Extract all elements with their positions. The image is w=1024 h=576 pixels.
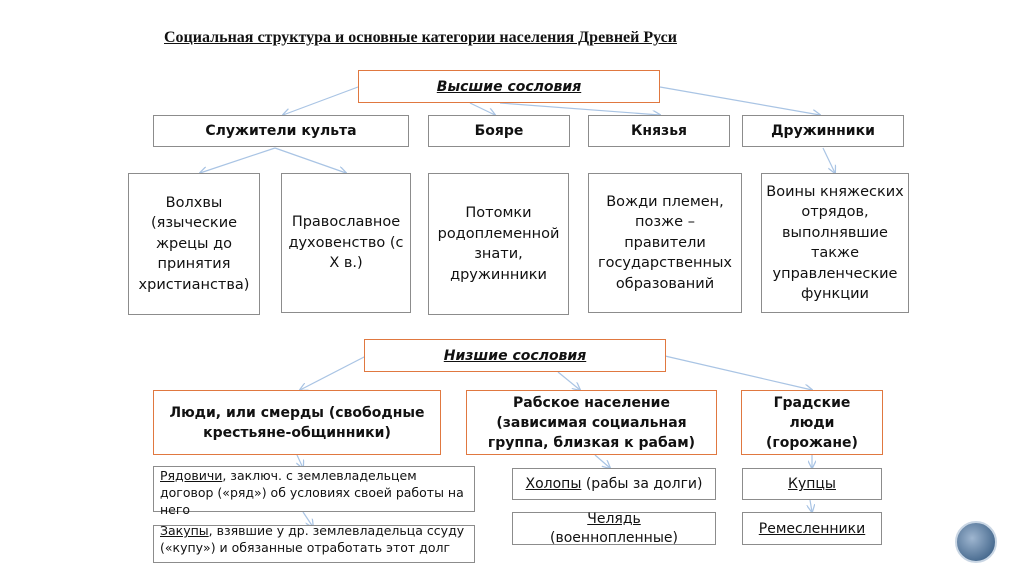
page-title: Социальная структура и основные категори… bbox=[164, 29, 677, 46]
sub-kholopy: Холопы (рабы за долги) bbox=[512, 468, 716, 500]
sub-remeslenniki: Ремесленники bbox=[742, 512, 882, 545]
sub-chelyad-term: Челядь bbox=[587, 510, 641, 527]
desc-princes: Вожди племен, позже – правители государс… bbox=[588, 173, 742, 313]
category-slaves-label: Рабское население (зависимая социальная … bbox=[487, 394, 696, 451]
category-druzhina: Дружинники bbox=[742, 115, 904, 147]
category-townsfolk: Градские люди (горожане) bbox=[741, 390, 883, 455]
lower-header-label: Низшие сословия bbox=[443, 347, 587, 364]
sub-ryadovichi-text: , заключ. с землевладельцем договор («ря… bbox=[160, 468, 464, 517]
category-townsfolk-label: Градские люди (горожане) bbox=[766, 394, 858, 451]
desc-boyars: Потомки родоплеменной знати, дружинники bbox=[428, 173, 569, 315]
sub-ryadovichi-term: Рядовичи bbox=[160, 468, 223, 483]
upper-header-box: Высшие сословия bbox=[358, 70, 660, 103]
sub-remeslenniki-term: Ремесленники bbox=[758, 520, 866, 537]
desc-princes-text: Вожди племен, позже – правители государс… bbox=[597, 193, 733, 292]
category-boyars: Бояре bbox=[428, 115, 570, 147]
category-smerdy: Люди, или смерды (свободные крестьяне-об… bbox=[153, 390, 441, 455]
sub-zakupy: Закупы, взявшие у др. землевладельца ссу… bbox=[153, 525, 475, 563]
sub-kuptsy-term: Купцы bbox=[788, 476, 836, 492]
sub-chelyad-text: (военнопленные) bbox=[550, 529, 678, 546]
desc-boyars-text: Потомки родоплеменной знати, дружинники bbox=[437, 205, 560, 283]
sub-zakupy-term: Закупы bbox=[160, 525, 209, 538]
desc-clergy-text: Православное духовенство (с X в.) bbox=[288, 214, 404, 272]
desc-druzhina: Воины княжеских отрядов, выполнявшие так… bbox=[761, 173, 909, 313]
category-boyars-label: Бояре bbox=[474, 123, 524, 139]
category-clergy: Служители культа bbox=[153, 115, 409, 147]
sub-kholopy-text: (рабы за долги) bbox=[581, 476, 703, 492]
logo-badge bbox=[955, 521, 997, 563]
category-princes-label: Князья bbox=[630, 123, 688, 139]
sub-kholopy-term: Холопы bbox=[525, 476, 582, 492]
category-druzhina-label: Дружинники bbox=[771, 123, 875, 139]
sub-zakupy-text: , взявшие у др. землевладельца ссуду («к… bbox=[160, 525, 465, 555]
category-clergy-label: Служители культа bbox=[205, 123, 357, 139]
sub-kuptsy: Купцы bbox=[742, 468, 882, 500]
sub-ryadovichi: Рядовичи, заключ. с землевладельцем дого… bbox=[153, 466, 475, 517]
category-slaves: Рабское население (зависимая социальная … bbox=[466, 390, 717, 455]
category-princes: Князья bbox=[588, 115, 730, 147]
category-smerdy-label: Люди, или смерды (свободные крестьяне-об… bbox=[169, 404, 425, 441]
desc-volkhvy-text: Волхвы (языческие жрецы до принятия хрис… bbox=[138, 194, 250, 293]
desc-volkhvy: Волхвы (языческие жрецы до принятия хрис… bbox=[128, 173, 260, 315]
desc-clergy: Православное духовенство (с X в.) bbox=[281, 173, 411, 313]
sub-chelyad: Челядь (военнопленные) bbox=[512, 510, 716, 546]
desc-druzhina-text: Воины княжеских отрядов, выполнявшие так… bbox=[766, 183, 904, 303]
upper-header-label: Высшие сословия bbox=[436, 78, 582, 95]
lower-header-box: Низшие сословия bbox=[364, 339, 666, 372]
